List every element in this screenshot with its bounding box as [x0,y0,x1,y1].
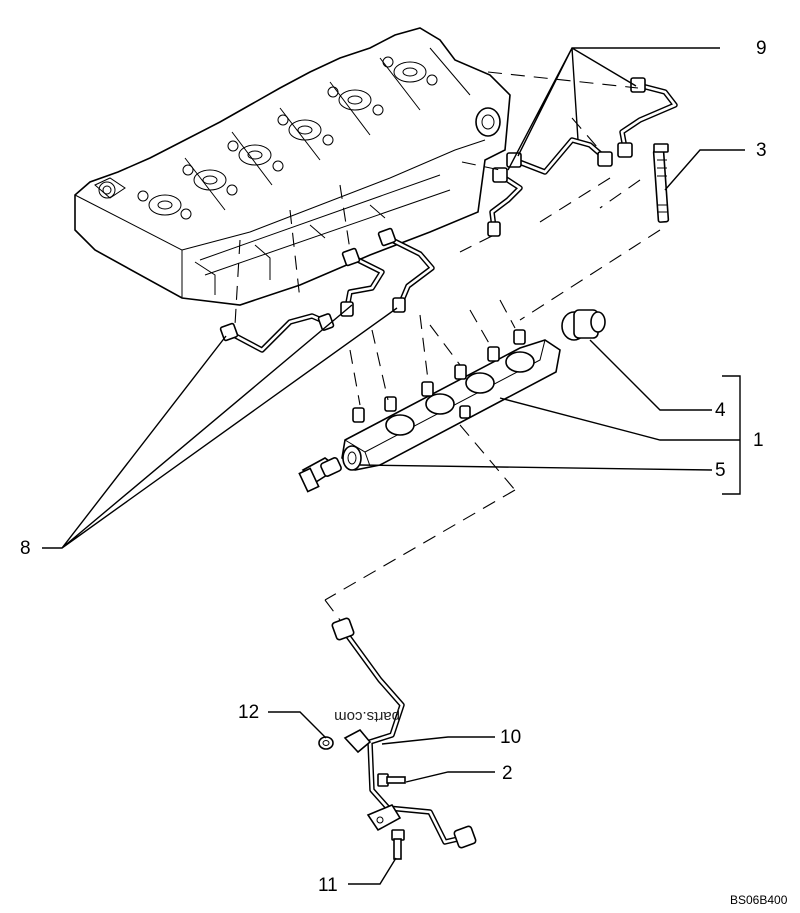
callout-11: 11 [318,875,338,896]
bolt-11 [391,829,405,860]
leader-lines [42,47,745,885]
pressure-relief-valve [561,309,606,341]
callout-5: 5 [715,460,726,481]
pressure-sensor [298,457,342,493]
callout-8: 8 [20,538,31,559]
nut-12 [318,736,334,750]
callout-9: 9 [756,38,767,59]
injector-bores [148,61,427,216]
callout-2: 2 [502,763,513,784]
callout-1: 1 [753,430,764,451]
callout-10: 10 [500,727,521,748]
bolt-2 [377,773,406,787]
injector-pipes [219,77,678,353]
callout-4: 4 [715,400,726,421]
watermark-text: parts.com [334,708,400,725]
callout-3: 3 [756,140,767,161]
cylinder-head [74,27,511,306]
fuel-rail [341,329,561,471]
stud-bolt [652,143,670,223]
callout-12: 12 [238,702,259,723]
drawing-code: BS06B400 [730,893,788,907]
callout-labels: 9 3 4 1 5 8 12 10 2 11 [20,38,767,896]
supply-pipe-assembly [331,617,477,849]
